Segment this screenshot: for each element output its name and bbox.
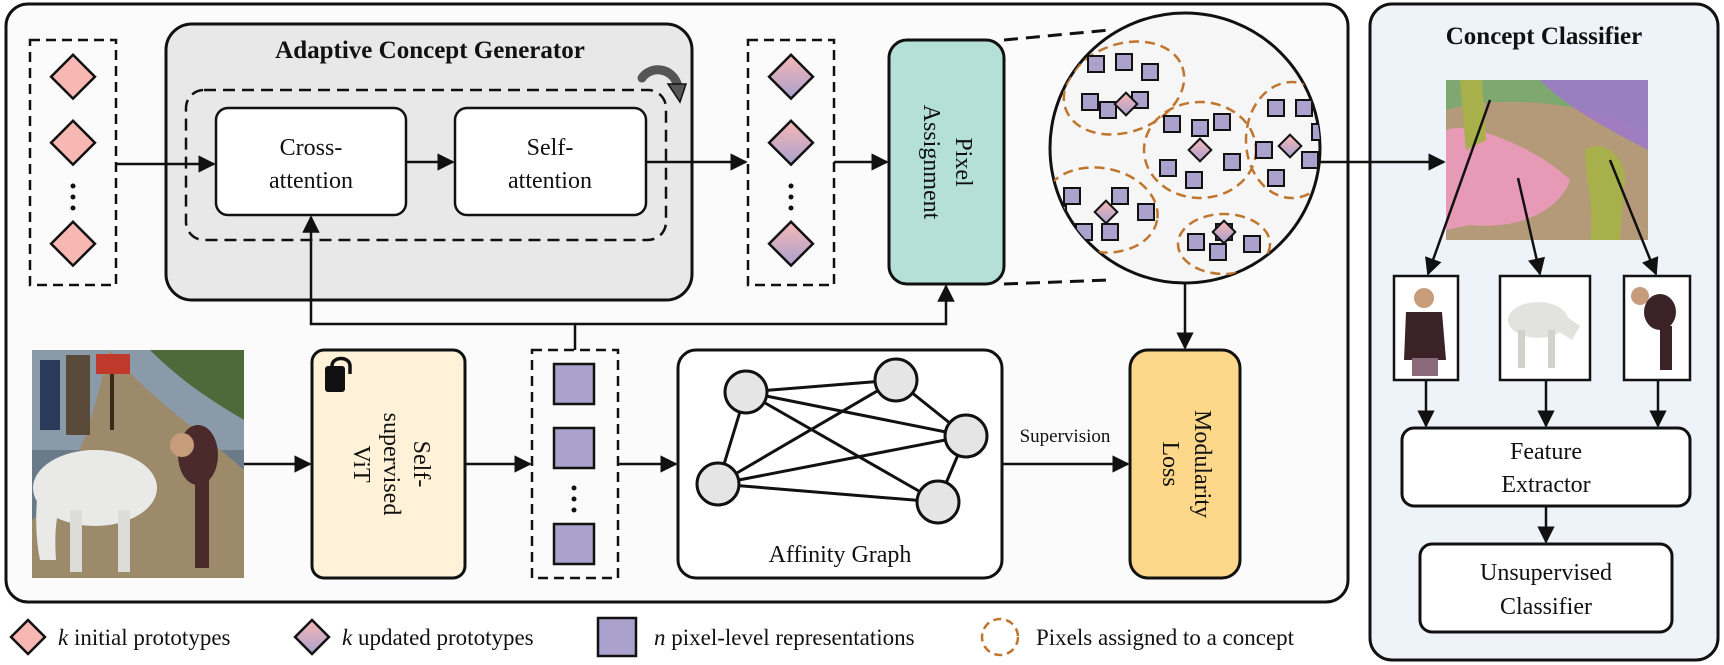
prototype-diamond xyxy=(1277,133,1303,159)
pixel-assignment-line1: Pixel xyxy=(950,137,976,187)
pixel-square xyxy=(1191,119,1209,137)
legend-initial-prototype-icon xyxy=(9,618,47,656)
pixel-square xyxy=(1081,93,1099,111)
pixel-square xyxy=(1213,113,1231,131)
pixel-square xyxy=(1267,169,1285,187)
pixel-assignment-line2: Assignment xyxy=(918,105,944,220)
legend: k initial prototypes k updated prototype… xyxy=(9,616,1295,658)
legend-item-updated: k updated prototypes xyxy=(342,625,534,650)
modularity-loss-line2: Loss xyxy=(1157,441,1183,486)
initial-prototypes xyxy=(28,38,118,287)
pixel-square xyxy=(1243,235,1261,253)
legend-pixel-repr-icon xyxy=(596,616,638,658)
self-attention-line1: Self- xyxy=(527,135,574,161)
pixel-square xyxy=(1301,151,1319,169)
legend-cluster-icon xyxy=(980,617,1020,657)
pixel-square xyxy=(1159,159,1177,177)
ellipsis-icon xyxy=(788,183,794,211)
crop-person-left xyxy=(1392,274,1460,382)
legend-updated-prototype-icon xyxy=(293,618,331,656)
pixel-square xyxy=(1115,53,1133,71)
pixel-square xyxy=(1087,55,1105,73)
crop-cow xyxy=(1498,274,1592,382)
self-attention-line2: attention xyxy=(508,168,592,194)
pixel-square xyxy=(1163,115,1181,133)
affinity-graph-label: Affinity Graph xyxy=(769,542,912,568)
pixel-square xyxy=(1185,171,1203,189)
refresh-arrow-icon xyxy=(637,65,688,104)
prototype-diamond xyxy=(1093,199,1119,225)
updated-prototypes xyxy=(746,38,836,287)
modularity-loss-line1: Modularity xyxy=(1189,410,1215,518)
vit-line3: ViT xyxy=(348,445,374,483)
pixel-square xyxy=(1267,99,1285,117)
pixel-square xyxy=(1137,203,1155,221)
self-attention-box xyxy=(453,106,648,217)
cross-attention-line2: attention xyxy=(269,168,353,194)
pixel-square xyxy=(1311,123,1320,141)
pixel-square xyxy=(1063,187,1081,205)
vit-line1: Self- xyxy=(408,441,434,488)
unsupervised-classifier-box xyxy=(1418,542,1674,634)
prototype-diamond xyxy=(1187,137,1213,163)
concept-classifier-title: Concept Classifier xyxy=(1446,23,1643,50)
cluster-boundary xyxy=(1176,212,1272,276)
crop-person-right xyxy=(1622,274,1692,382)
legend-item-pixel: n pixel-level representations xyxy=(654,625,915,650)
feature-extractor-line1: Feature xyxy=(1510,439,1582,465)
cross-attention-line1: Cross- xyxy=(280,135,343,161)
input-image xyxy=(32,350,244,578)
lock-icon xyxy=(325,356,352,392)
generator-title: Adaptive Concept Generator xyxy=(275,37,585,64)
pixel-square xyxy=(1111,187,1129,205)
prototype-diamond xyxy=(1211,219,1237,245)
pixel-assignment-box xyxy=(887,38,1006,286)
pixel-square xyxy=(1099,101,1117,119)
feature-extractor-line2: Extractor xyxy=(1501,472,1590,498)
pixel-square xyxy=(1187,233,1205,251)
pixel-square xyxy=(1295,99,1313,117)
ellipsis-icon xyxy=(571,485,577,513)
affinity-graph xyxy=(695,357,989,525)
legend-item-cluster: Pixels assigned to a concept xyxy=(1036,625,1295,650)
segmented-image xyxy=(1446,80,1648,240)
pixel-square xyxy=(1223,153,1241,171)
cross-attention-box xyxy=(214,106,408,217)
pixel-representations xyxy=(530,348,620,580)
pixel-square xyxy=(1141,63,1159,81)
flow-arrows xyxy=(116,99,1667,544)
unsupervised-classifier-line1: Unsupervised xyxy=(1480,560,1612,586)
prototype-diamond xyxy=(1113,91,1139,117)
supervision-label: Supervision xyxy=(1020,426,1111,447)
cluster-boundary xyxy=(1062,40,1186,136)
pixel-square xyxy=(1255,141,1273,159)
modularity-loss-box xyxy=(1128,348,1242,580)
vit-line2: supervised xyxy=(378,413,404,516)
unsupervised-classifier-line2: Classifier xyxy=(1500,594,1592,620)
cluster-boundary xyxy=(1244,80,1320,200)
pixel-square xyxy=(1101,223,1119,241)
pixel-square xyxy=(1209,243,1227,261)
ellipsis-icon xyxy=(70,183,76,211)
legend-item-initial: k initial prototypes xyxy=(58,625,231,650)
